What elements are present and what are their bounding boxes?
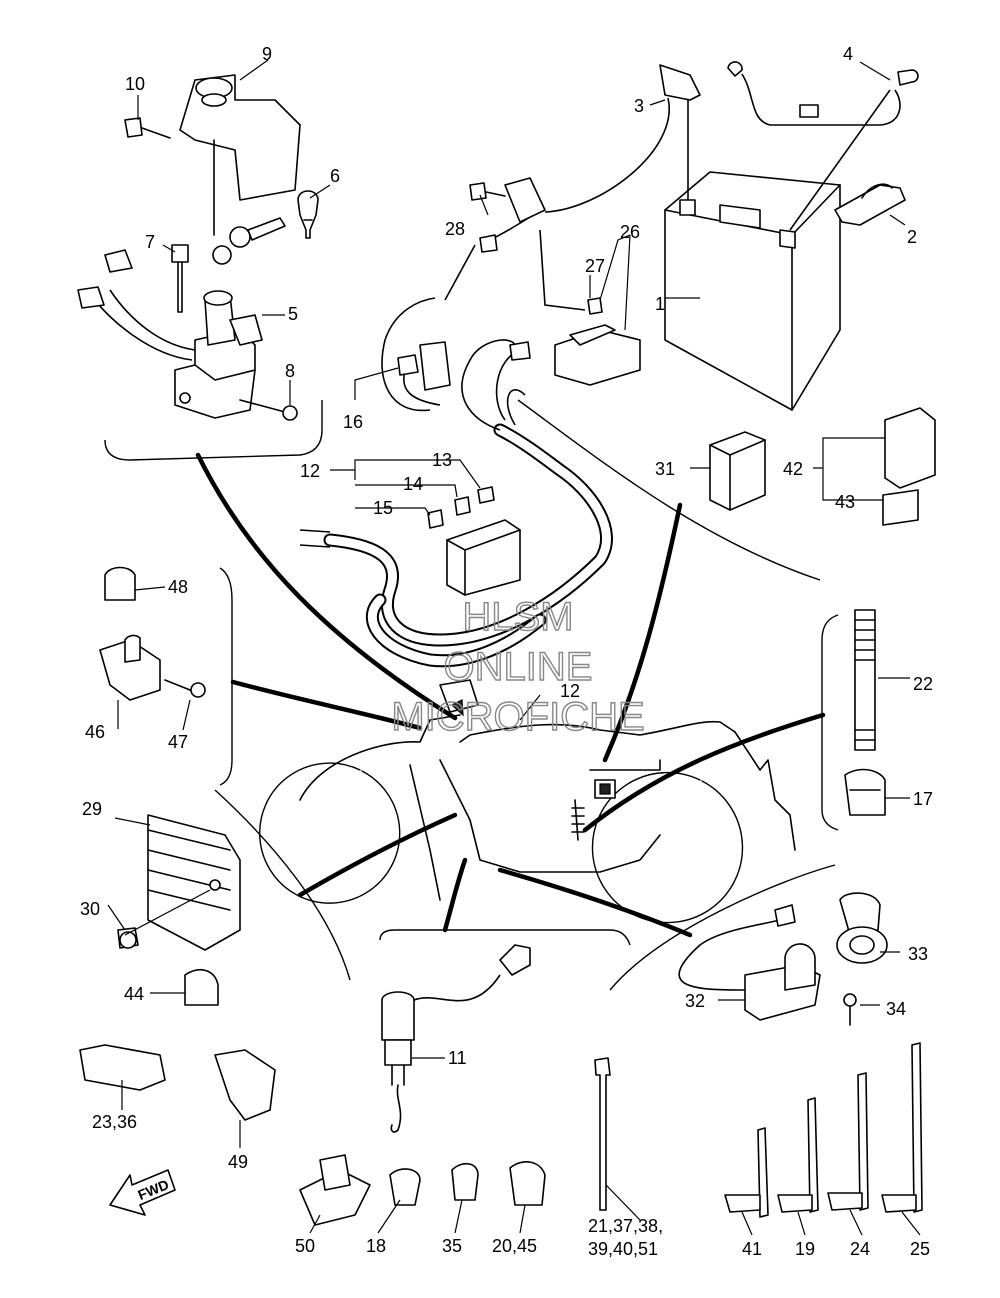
battery xyxy=(664,171,841,411)
cap-33 xyxy=(836,892,888,964)
watermark-line1: HLSM xyxy=(462,595,573,639)
switch-cover xyxy=(179,74,301,236)
ref-50: 50 xyxy=(295,1236,315,1256)
ref-21-group-line2: 39,40,51 xyxy=(588,1239,658,1259)
ref-10: 10 xyxy=(125,74,145,94)
ref-34: 34 xyxy=(886,999,906,1019)
clamp-48 xyxy=(104,566,136,601)
ref-7: 7 xyxy=(145,232,155,252)
stud-bolt xyxy=(854,609,876,751)
fuse-16 xyxy=(397,341,451,391)
leader-lines xyxy=(107,59,921,1236)
ref-11: 11 xyxy=(448,1048,467,1068)
starter-relay xyxy=(479,229,641,386)
watermark-line2: ONLINE xyxy=(444,645,593,689)
main-wire-harness xyxy=(299,209,613,668)
ref-16: 16 xyxy=(343,412,363,432)
ref-28: 28 xyxy=(445,219,465,239)
ref-8: 8 xyxy=(285,361,295,381)
clamp-23-36 xyxy=(79,1044,166,1091)
battery-band xyxy=(834,183,906,226)
watermark-line3: MICROFICHE xyxy=(391,695,644,739)
forward-direction-arrow: FWD xyxy=(109,1169,176,1216)
flasher-relay xyxy=(709,431,766,511)
ref-9: 9 xyxy=(262,44,272,64)
ref-27: 27 xyxy=(585,256,605,276)
key-set xyxy=(212,217,286,265)
ref-1: 1 xyxy=(655,294,665,314)
ref-31: 31 xyxy=(655,459,675,479)
cable-tie-24 xyxy=(827,1072,869,1211)
ref-48: 48 xyxy=(168,577,188,597)
watermark: HLSM ONLINE MICROFICHE xyxy=(391,594,646,739)
ref-46: 46 xyxy=(85,722,105,742)
clip-50 xyxy=(299,1154,371,1226)
ref-19: 19 xyxy=(795,1239,815,1259)
sensor-46 xyxy=(99,634,206,701)
ref-30: 30 xyxy=(80,899,100,919)
ref-12-upper: 12 xyxy=(300,461,320,481)
ref-33: 33 xyxy=(908,944,928,964)
battery-cable-negative xyxy=(727,61,919,231)
ref-29: 29 xyxy=(82,799,102,819)
ref-43: 43 xyxy=(835,492,855,512)
ref-41: 41 xyxy=(742,1239,762,1259)
ref-22: 22 xyxy=(913,674,933,694)
main-switch-assembly xyxy=(77,249,263,419)
ref-20-45: 20,45 xyxy=(492,1236,537,1256)
ref-18: 18 xyxy=(366,1236,386,1256)
battery-cable-positive xyxy=(544,64,701,213)
cable-tie-21 xyxy=(594,1057,611,1211)
ref-13: 13 xyxy=(432,450,452,470)
bolt-8 xyxy=(239,399,298,421)
ref-44: 44 xyxy=(124,984,144,1004)
clamp-44 xyxy=(184,969,219,1006)
cable-tie-25 xyxy=(881,1042,923,1213)
cable-tie-41 xyxy=(724,1127,769,1218)
clip-49 xyxy=(214,1049,276,1121)
coupler-42 xyxy=(882,407,936,526)
ref-24: 24 xyxy=(850,1239,870,1259)
ref-35: 35 xyxy=(442,1236,462,1256)
ref-12-lower: 12 xyxy=(560,681,580,701)
ref-21-group-line1: 21,37,38, xyxy=(588,1216,663,1236)
ref-49: 49 xyxy=(228,1152,248,1172)
sensor-32 xyxy=(678,904,821,1021)
bolt-28 xyxy=(469,177,546,223)
clip-20-45 xyxy=(509,1161,546,1206)
rectifier-regulator xyxy=(117,814,241,951)
neutral-switch xyxy=(381,944,531,1133)
screw-34 xyxy=(843,993,857,1026)
ref-15: 15 xyxy=(373,498,393,518)
ref-2: 2 xyxy=(907,227,917,247)
ref-32: 32 xyxy=(685,991,705,1011)
ref-42: 42 xyxy=(783,459,803,479)
key xyxy=(297,190,319,239)
region-brackets xyxy=(104,399,839,991)
clamp-17 xyxy=(844,768,886,816)
ref-3: 3 xyxy=(634,96,644,116)
ref-17: 17 xyxy=(913,789,933,809)
cable-tie-19 xyxy=(777,1097,819,1213)
ref-23-36: 23,36 xyxy=(92,1112,137,1132)
bolt-10 xyxy=(124,117,171,139)
clip-18 xyxy=(389,1168,421,1206)
ref-47: 47 xyxy=(168,732,188,752)
ref-4: 4 xyxy=(843,44,853,64)
ref-14: 14 xyxy=(403,474,423,494)
reference-labels: 1 2 3 4 5 6 7 8 9 10 11 12 12 13 14 15 1… xyxy=(80,44,933,1259)
motorcycle-silhouette xyxy=(259,679,796,924)
clip-35 xyxy=(451,1162,479,1201)
callout-link-lines xyxy=(195,452,826,938)
ref-25: 25 xyxy=(910,1239,930,1259)
fuse-box xyxy=(427,486,521,596)
ref-6: 6 xyxy=(330,166,340,186)
screw-7 xyxy=(171,244,189,313)
ref-26: 26 xyxy=(620,222,640,242)
ref-5: 5 xyxy=(288,304,298,324)
